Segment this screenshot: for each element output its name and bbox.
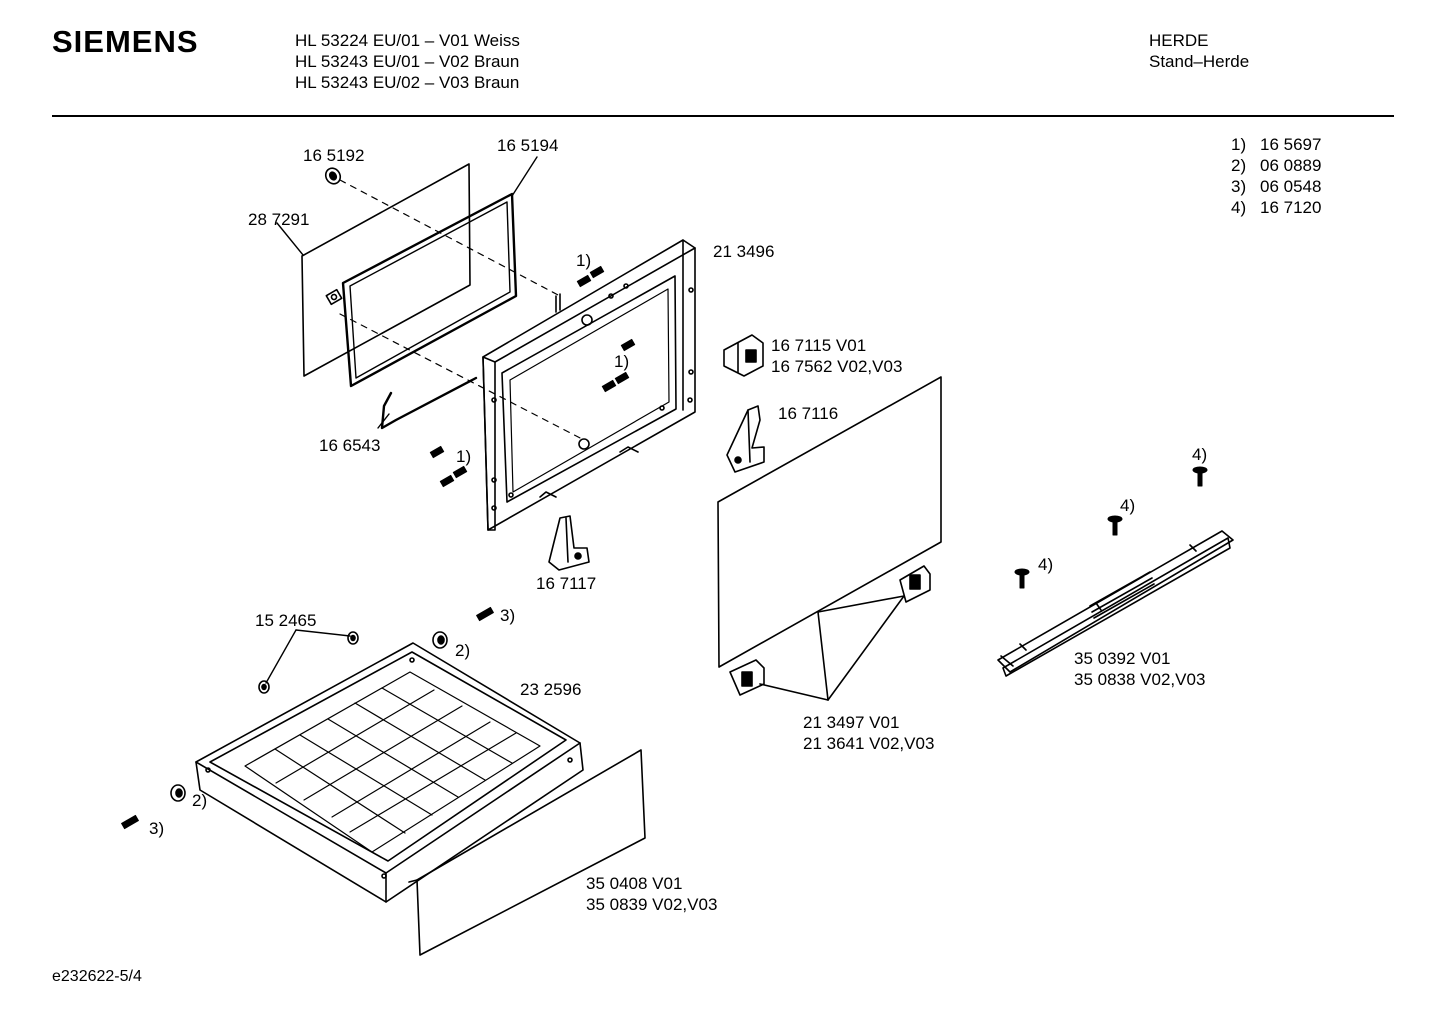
footnote-ref: 1) <box>614 352 630 371</box>
model-list: HL 53224 EU/01 – V01 Weiss HL 53243 EU/0… <box>295 30 520 93</box>
door-frame <box>482 239 696 531</box>
footnote-item: 3)06 0548 <box>1231 177 1322 196</box>
model-line: HL 53243 EU/01 – V02 Braun <box>295 52 520 71</box>
screw-group <box>429 265 636 488</box>
footnote-ref: 3) <box>500 606 516 625</box>
side-panel <box>717 376 942 701</box>
washers <box>258 631 359 694</box>
category-title: HERDE <box>1149 31 1209 50</box>
category-subtitle: Stand–Herde <box>1149 52 1250 71</box>
assembly-lines <box>339 179 585 441</box>
footnote-item: 4)16 7120 <box>1231 198 1322 217</box>
part-label: 16 7116 <box>778 404 839 423</box>
handle-screws <box>1014 466 1208 589</box>
footnote-ref: 2) <box>455 641 471 660</box>
part-label: 15 2465 <box>255 611 317 630</box>
oven-handle <box>997 530 1234 677</box>
part-label: 35 0838 V02,V03 <box>1074 670 1206 689</box>
part-label: 23 2596 <box>520 680 582 699</box>
rollers <box>170 631 448 802</box>
footnote-ref: 3) <box>149 819 165 838</box>
model-line: HL 53243 EU/02 – V03 Braun <box>295 73 520 92</box>
part-label: 16 7562 V02,V03 <box>771 357 903 376</box>
hinge-lower <box>726 405 765 473</box>
category-block: HERDE Stand–Herde <box>1149 30 1249 72</box>
footnote-ref: 1) <box>456 447 472 466</box>
part-label: 21 3496 <box>713 242 775 261</box>
footnote-item: 1)16 5697 <box>1231 135 1322 154</box>
part-label: 16 5194 <box>497 136 559 155</box>
model-line: HL 53224 EU/01 – V01 Weiss <box>295 31 520 50</box>
part-label: 28 7291 <box>248 210 310 229</box>
part-label: 35 0392 V01 <box>1074 649 1171 668</box>
footnote-ref: 4) <box>1192 445 1208 464</box>
hinge-upper <box>723 334 764 377</box>
footnote-ref: 4) <box>1120 496 1136 515</box>
header-divider <box>52 115 1394 117</box>
footnote-legend: 1)16 5697 2)06 0889 3)06 0548 4)16 7120 <box>1231 134 1321 218</box>
door-glass-pane <box>301 163 471 377</box>
footnote-ref: 4) <box>1038 555 1054 574</box>
footnote-ref: 1) <box>576 251 592 270</box>
brand-logo: SIEMENS <box>52 24 199 59</box>
part-label: 16 7117 <box>536 574 597 593</box>
part-label: 16 7115 V01 <box>771 336 867 355</box>
bolts <box>121 606 494 830</box>
part-label: 35 0408 V01 <box>586 874 683 893</box>
wire-clip <box>380 376 478 430</box>
part-label: 21 3497 V01 <box>803 713 900 732</box>
part-label: 16 5192 <box>303 146 365 165</box>
part-label: 21 3641 V02,V03 <box>803 734 935 753</box>
footnote-item: 2)06 0889 <box>1231 156 1322 175</box>
glass-clip <box>324 167 342 185</box>
footnote-ref: 2) <box>192 791 208 810</box>
door-gasket <box>341 192 518 388</box>
drawer-front-panel <box>408 749 646 956</box>
part-label: 16 6543 <box>319 436 381 455</box>
leader-lines <box>265 156 538 684</box>
hinge-bottom <box>548 515 590 571</box>
storage-drawer <box>195 642 584 903</box>
document-code: e232622-5/4 <box>52 968 142 985</box>
part-label: 35 0839 V02,V03 <box>586 895 718 914</box>
